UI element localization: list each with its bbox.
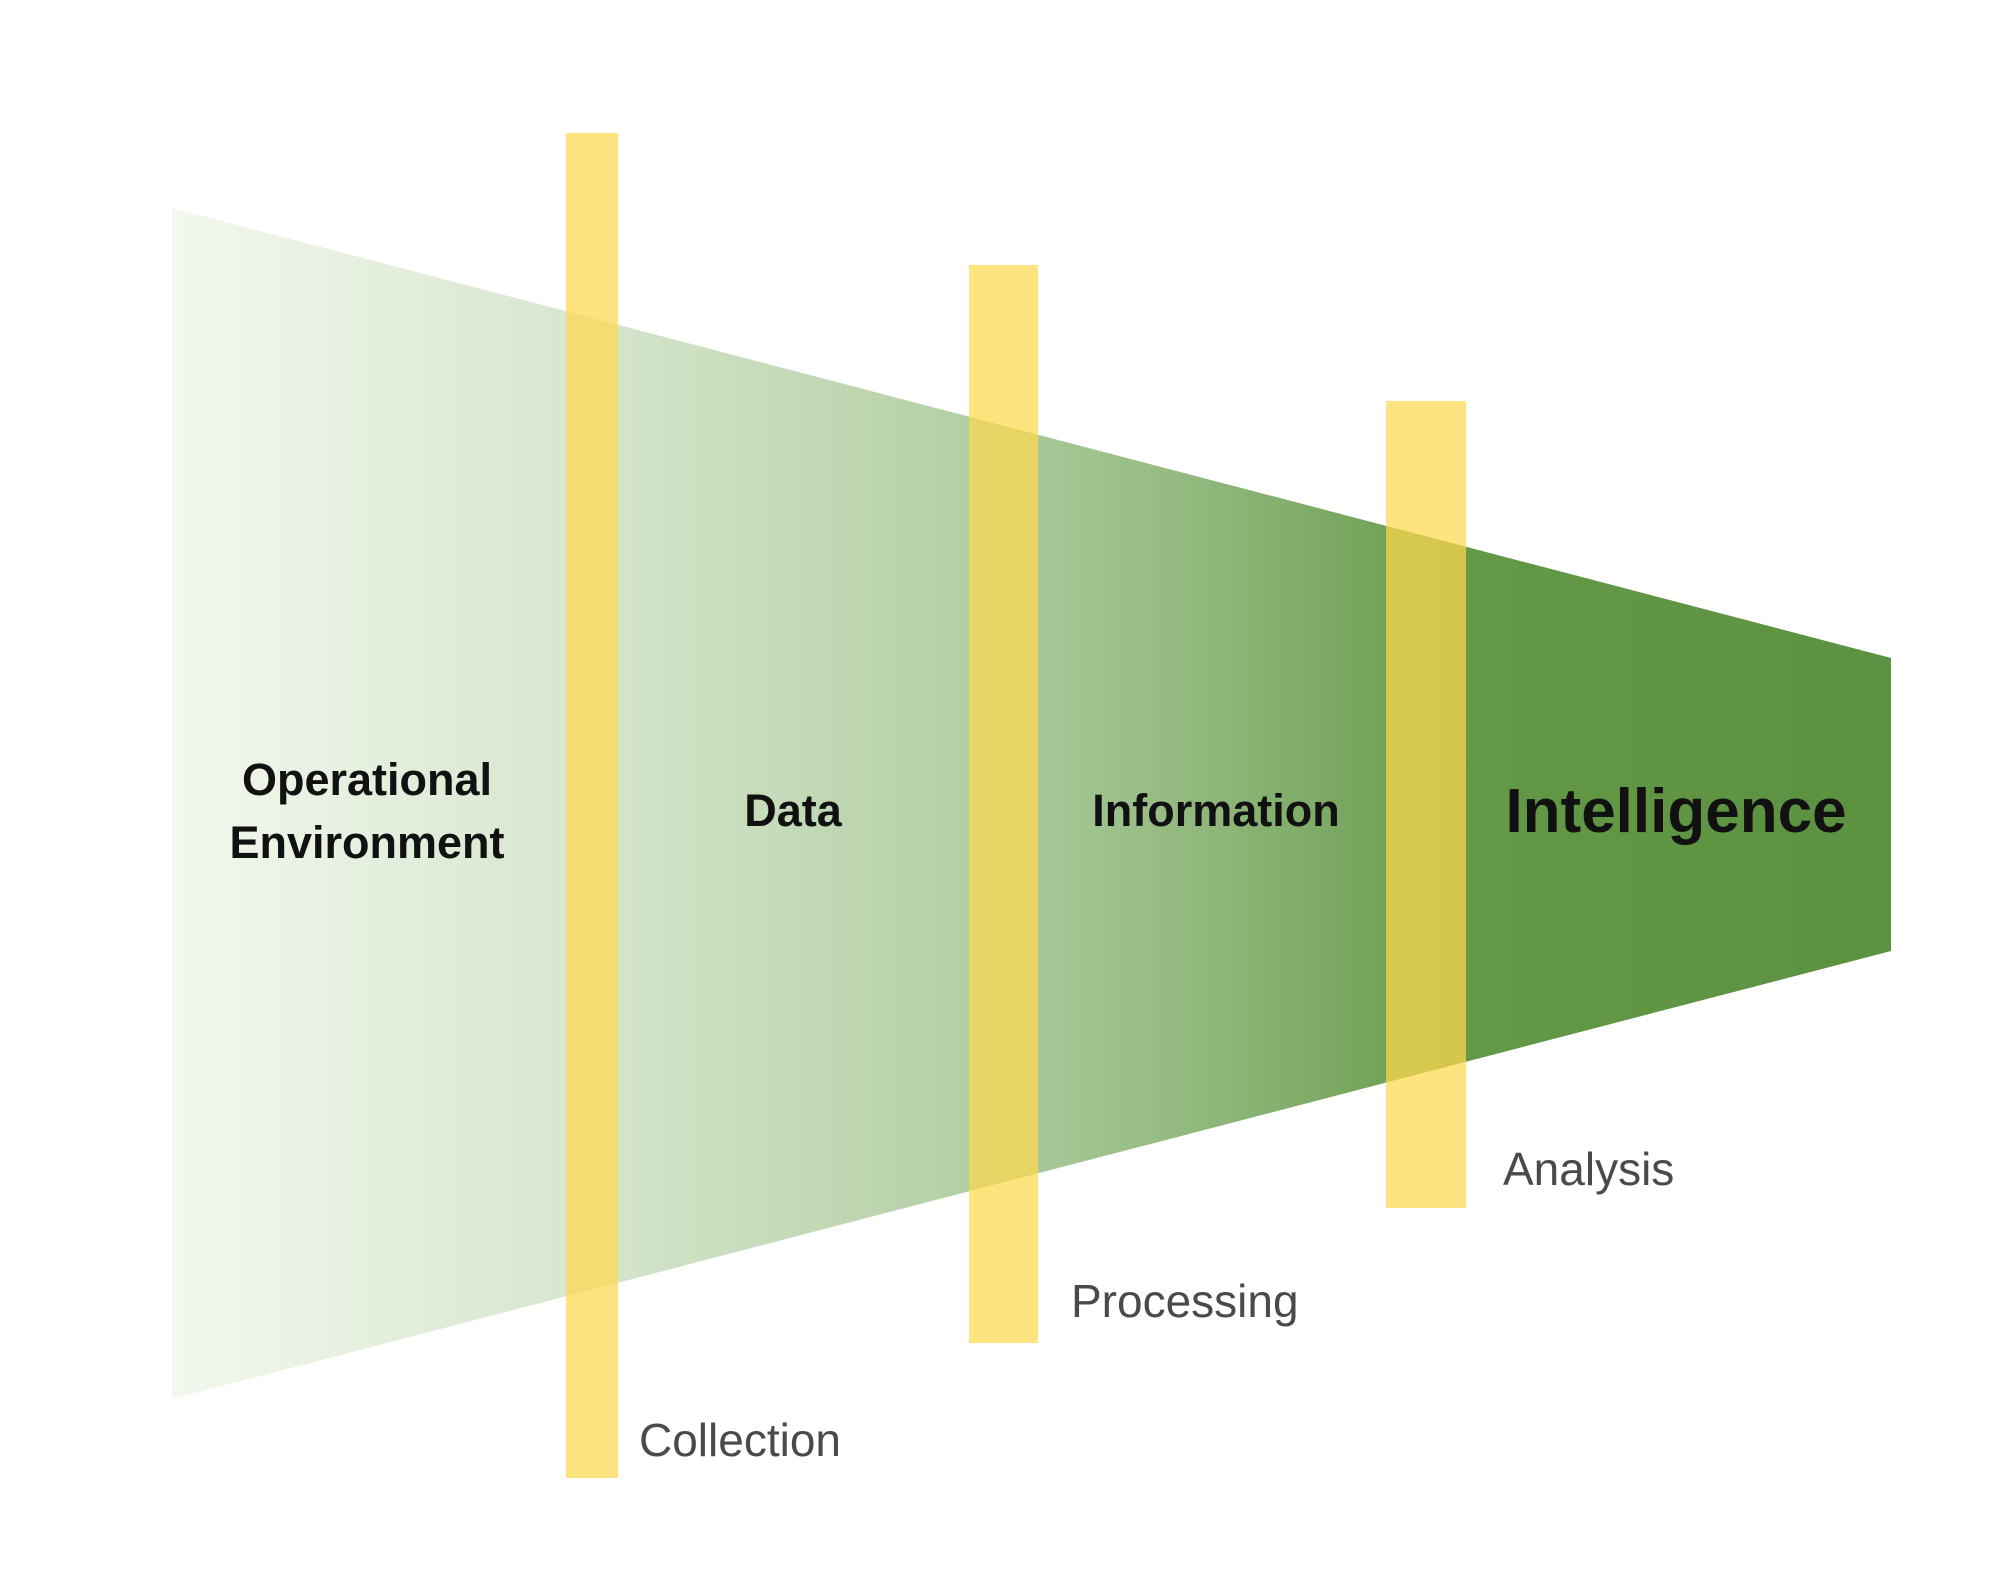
- collection-bar: [566, 133, 618, 1478]
- stage-information-label: Information: [1092, 785, 1339, 836]
- process-collection-label: Collection: [639, 1414, 841, 1466]
- analysis-bar: [1386, 401, 1466, 1208]
- process-analysis-label: Analysis: [1503, 1143, 1674, 1195]
- stage-operational-environment-label-line2: Environment: [229, 817, 504, 868]
- stage-operational-environment-label: Operational: [242, 754, 492, 805]
- process-processing-label: Processing: [1071, 1275, 1299, 1327]
- stage-data-label: Data: [744, 785, 843, 836]
- processing-bar: [969, 265, 1038, 1343]
- stage-intelligence-label: Intelligence: [1505, 777, 1846, 846]
